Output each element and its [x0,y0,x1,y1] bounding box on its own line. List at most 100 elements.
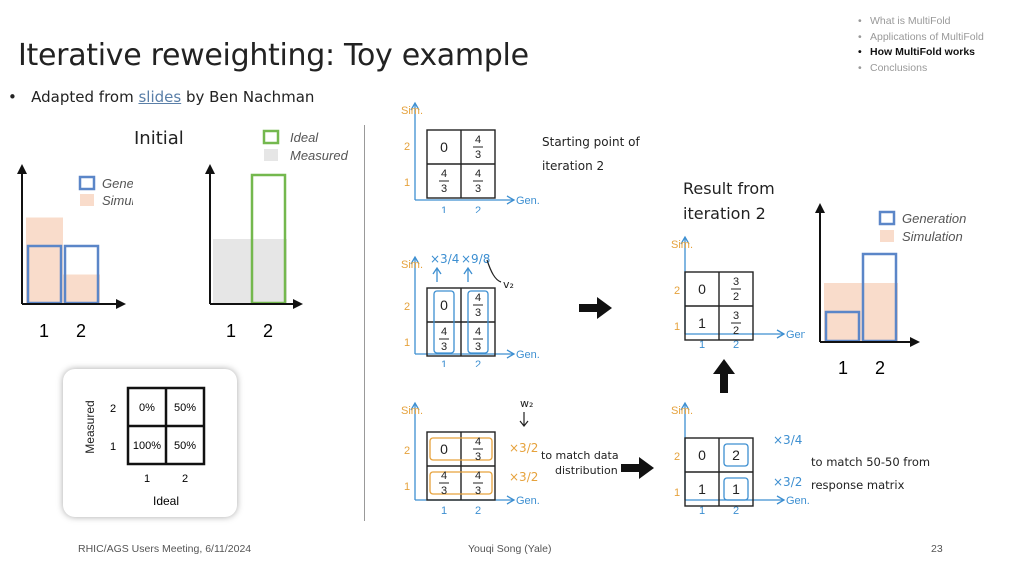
arrow-right-icon [621,457,654,479]
matched-note-line1: to match 50-50 from [811,455,930,469]
ideal-legend-swatch [262,129,280,145]
ideal-histogram: Ideal Measured 1 2 [205,129,349,341]
ideal-bars [213,173,287,305]
svg-text:1: 1 [699,339,705,351]
response-cell: 100% [133,440,161,452]
svg-text:4: 4 [475,292,481,304]
sketch-grid: 0 2 1 1 [684,437,754,507]
ideal-legend-label: Ideal [290,130,319,145]
w2-label: w₂ [520,397,533,410]
source-bullet: • Adapted from slides by Ben Nachman [8,88,315,106]
svg-text:1: 1 [698,481,706,497]
svg-text:1: 1 [698,315,706,331]
svg-text:1: 1 [110,441,116,453]
sim-axis-label: Sim. [671,239,693,251]
svg-text:3: 3 [475,183,481,195]
nav-item-what[interactable]: •What is MultiFold [858,15,951,27]
w2-factor-1: ×3/2 [509,441,538,455]
v2-label: v₂ [503,278,514,291]
svg-text:0: 0 [698,281,706,297]
svg-text:1: 1 [441,359,447,367]
svg-text:4: 4 [475,470,481,482]
gen-axis-label: Gen. [516,195,540,207]
svg-text:4: 4 [441,168,447,180]
svg-text:2: 2 [732,447,740,463]
tick-1: 1 [226,321,236,341]
section-nav: •What is MultiFold •Applications of Mult… [858,14,984,76]
slides-link[interactable]: slides [138,88,182,106]
arrow-right-icon [579,297,612,319]
svg-text:1: 1 [732,481,740,497]
simulation-legend-label: Simulation [902,229,963,244]
tick-1: 1 [39,321,49,341]
nav-item-conclusions[interactable]: •Conclusions [858,61,928,74]
matched-factor-2: ×3/2 [773,475,802,489]
simulation-legend-swatch [880,230,894,242]
sim-axis-label: Sim. [671,405,693,417]
svg-text:4: 4 [475,436,481,448]
svg-text:3: 3 [733,276,739,288]
gen-axis-label: Gen. [516,349,540,361]
v2-factor-1: ×3/4 [430,252,459,266]
tick-2: 2 [875,358,885,378]
result-bars [824,252,898,343]
bullet-prefix: Adapted from [31,88,139,106]
simulation-bar-2 [861,283,898,341]
generation-legend-label: Generation [902,211,966,226]
svg-text:2: 2 [475,359,481,367]
simulation-legend-swatch [80,194,94,206]
nav-item-applications[interactable]: •Applications of MultiFold [858,30,984,43]
simulation-bar-1 [26,217,63,303]
measured-bar-2 [250,239,287,303]
svg-text:0: 0 [698,447,706,463]
svg-text:3: 3 [475,341,481,353]
v2-factor-2: ×9/8 [461,252,490,266]
result-histogram: Generation Simulation 1 2 [815,203,966,378]
svg-text:2: 2 [674,451,680,463]
svg-text:3: 3 [441,485,447,497]
start-note-line2: iteration 2 [542,159,604,173]
gen-axis-label: Gen. [786,495,810,507]
tick-2: 2 [76,321,86,341]
svg-text:2: 2 [404,445,410,457]
initial-histogram: Generation Simulation 1 2 [17,164,133,341]
svg-text:3: 3 [475,149,481,161]
svg-text:3: 3 [475,485,481,497]
generation-legend-swatch [878,210,896,226]
footer-meeting: RHIC/AGS Users Meeting, 6/11/2024 [78,543,252,555]
svg-text:1: 1 [144,473,150,485]
response-cell: 50% [174,402,196,414]
svg-text:0: 0 [440,139,448,155]
response-ylabel: Measured [83,400,97,453]
svg-text:1: 1 [404,337,410,349]
svg-text:3: 3 [441,341,447,353]
svg-text:0: 0 [440,441,448,457]
svg-text:2: 2 [475,205,481,213]
matched-note-line2: response matrix [811,478,905,492]
sim-axis-label: Sim. [401,259,423,271]
svg-text:2: 2 [733,505,739,517]
svg-text:4: 4 [475,168,481,180]
svg-text:1: 1 [404,481,410,493]
gen-axis-label: Gen. [516,495,540,507]
arrow-up-icon [713,359,735,393]
svg-text:2: 2 [733,291,739,303]
svg-text:3: 3 [475,307,481,319]
svg-text:4: 4 [441,326,447,338]
svg-text:4: 4 [441,470,447,482]
w2-factor-2: ×3/2 [509,470,538,484]
svg-text:1: 1 [674,487,680,499]
sim-axis-label: Sim. [401,105,423,117]
nav-item-how[interactable]: •How MultiFold works [858,46,975,58]
bullet-suffix: by Ben Nachman [181,88,315,106]
gen-axis-label: Gen. [786,329,805,341]
